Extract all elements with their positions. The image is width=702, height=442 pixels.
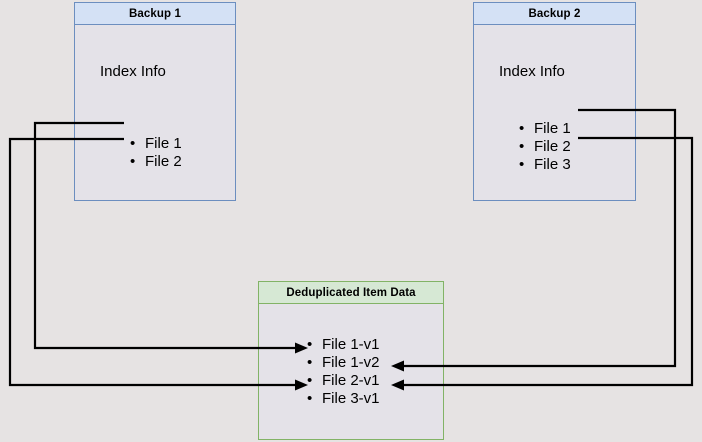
dedup-file-list: File 1-v1 File 1-v2 File 2-v1 File 3-v1 xyxy=(307,336,380,408)
backup-1-file-list: File 1 File 2 xyxy=(130,135,182,171)
list-item: File 1 xyxy=(130,135,182,153)
list-item: File 1 xyxy=(519,120,571,138)
backup-2-file-list: File 1 File 2 File 3 xyxy=(519,120,571,174)
node-backup-2[interactable]: Backup 2 Index Info File 1 File 2 File 3 xyxy=(473,2,636,201)
node-backup-1[interactable]: Backup 1 Index Info File 1 File 2 xyxy=(74,2,236,201)
list-item: File 1-v1 xyxy=(307,336,380,354)
list-item: File 3 xyxy=(519,156,571,174)
backup-2-index-info-label: Index Info xyxy=(499,63,565,80)
node-backup-1-header: Backup 1 xyxy=(75,3,235,25)
node-deduplicated-item-data-header: Deduplicated Item Data xyxy=(259,282,443,304)
list-item: File 1-v2 xyxy=(307,354,380,372)
list-item: File 2-v1 xyxy=(307,372,380,390)
node-backup-2-body: Index Info File 1 File 2 File 3 xyxy=(474,25,635,200)
node-deduplicated-item-data-body: File 1-v1 File 1-v2 File 2-v1 File 3-v1 xyxy=(259,304,443,439)
node-backup-2-header: Backup 2 xyxy=(474,3,635,25)
node-deduplicated-item-data[interactable]: Deduplicated Item Data File 1-v1 File 1-… xyxy=(258,281,444,440)
list-item: File 2 xyxy=(130,153,182,171)
list-item: File 2 xyxy=(519,138,571,156)
list-item: File 3-v1 xyxy=(307,390,380,408)
node-backup-1-body: Index Info File 1 File 2 xyxy=(75,25,235,200)
backup-1-index-info-label: Index Info xyxy=(100,63,166,80)
